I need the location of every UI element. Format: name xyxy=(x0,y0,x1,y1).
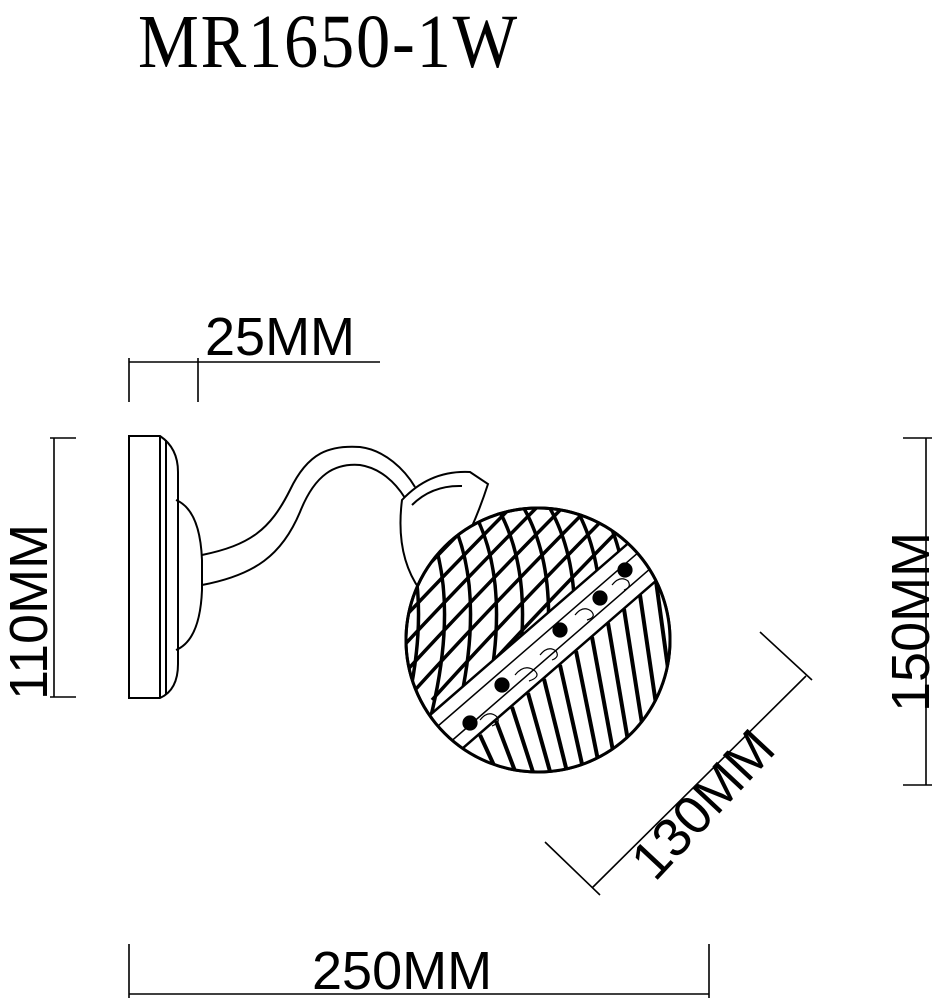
shade-lattice-line xyxy=(406,508,602,702)
shade-lattice-line xyxy=(430,508,654,702)
model-title: MR1650-1W xyxy=(138,0,519,84)
shade-stripe-line xyxy=(654,580,670,772)
shade-stripe-line xyxy=(558,664,592,772)
shade-lattice-line xyxy=(406,508,420,702)
shade-stripe-line xyxy=(494,720,528,772)
shade-lattice-line xyxy=(406,508,550,702)
shade-lattice-line xyxy=(424,508,473,721)
shade-stripe-line xyxy=(510,706,544,772)
shade-stripe-line xyxy=(526,692,560,772)
shade-lattice-line xyxy=(406,508,628,702)
dimension-150mm-label: 150MM xyxy=(881,531,937,712)
shade-stripe-line xyxy=(574,650,608,772)
shade-lattice-line xyxy=(218,480,263,720)
shade-lattice-line xyxy=(348,480,393,720)
shade-stripe-line xyxy=(542,678,576,772)
wall-plate xyxy=(128,435,203,699)
lamp-arm xyxy=(201,445,416,586)
shade-stripe-line xyxy=(590,636,624,772)
shade-lattice-line xyxy=(244,480,289,720)
dimension-25mm-label: 25MM xyxy=(205,307,356,367)
shade-lattice-line xyxy=(192,480,237,720)
shade-lattice-line xyxy=(296,480,341,720)
dimension-110mm-label: 110MM xyxy=(0,523,59,700)
shade-lattice-line xyxy=(406,508,447,721)
dimension-lines xyxy=(50,358,932,998)
shade-lattice-line xyxy=(406,508,576,702)
dimension-250mm-label: 250MM xyxy=(312,941,493,1001)
shade-lattice-line xyxy=(322,480,367,720)
shade-lattice-line xyxy=(270,480,315,720)
